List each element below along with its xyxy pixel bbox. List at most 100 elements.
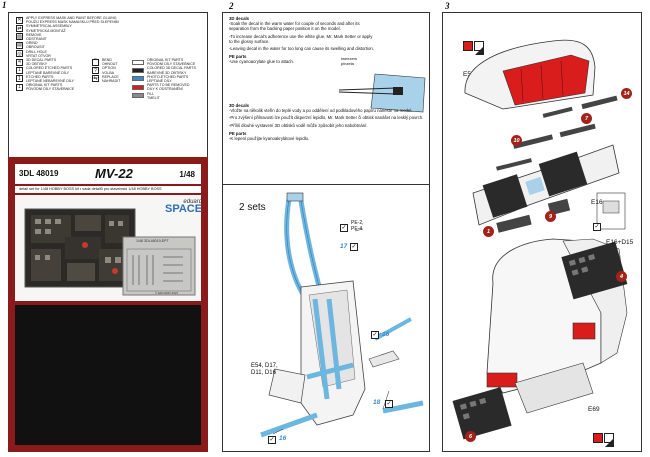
brand-line: SPACE	[165, 203, 203, 215]
legend-text: SYMMETRICAL ASSEMBLY SYMETRICKÁ MONTÁŽ	[26, 24, 72, 33]
color-swatch	[132, 84, 144, 90]
fret-scale: 1/48	[136, 239, 143, 243]
legend-text: GRIND OBROUSIT	[26, 41, 45, 50]
decal-application-diagram	[338, 73, 426, 113]
instruction-paragraph: -Příliš dlouhé vystavení 3D obtisků vodě…	[229, 122, 368, 128]
step-6-marker: 6	[465, 431, 476, 442]
legend-item: ⌒BEND OHNOUT	[92, 58, 120, 66]
legend-symbol-icon: 1	[16, 67, 23, 75]
product-photo: eduard SPACE 1/48 3DL48019-EPT © EDUARD …	[15, 195, 202, 301]
legend-item: ?OPTION VOLBA	[92, 66, 120, 75]
part-16-check-icon: ✓	[371, 331, 379, 339]
legend-text: APPLY EXPRESS MASK AND PAINT BEFORE GLUI…	[26, 16, 119, 25]
decals-heading: 3D decals	[229, 16, 250, 21]
part-16b-check-icon: ✓	[268, 436, 276, 444]
legend-text: REMOVE ODSTRANIT	[26, 32, 47, 41]
legend-symbol-icon: ⇆	[92, 75, 99, 83]
fret-label: 1/48 3DL48019-EPT	[136, 239, 169, 243]
color-swatch	[132, 68, 144, 74]
instruction-paragraph: -Soak the decal in the warm water for co…	[229, 21, 360, 32]
panel-1: 1 ✕APPLY EXPRESS MASK AND PAINT BEFORE G…	[2, 0, 208, 452]
legend-symbol-icon: ◎	[16, 50, 23, 58]
legend-text: DRILL HOLE VRTAT OTVOR	[26, 49, 51, 58]
fret-copyright: © EDUARD 2021	[155, 291, 179, 295]
legend-item: ▨REMOVE ODSTRANIT	[16, 33, 119, 41]
seat-parts-label: E54, D17, D11, D16	[251, 363, 278, 376]
step-4-marker: 4	[616, 271, 627, 282]
decals-text: -Soak the decal in the warm water for co…	[229, 21, 374, 51]
title-bar: 3DL 48019 MV-22 1/48	[15, 164, 201, 184]
legend-text: OPTION VOLBA	[102, 66, 116, 75]
fill-icon-bottom	[604, 433, 614, 447]
color-key-item: FILL TMELIT	[132, 92, 196, 100]
pe-text: -Use cyanoacrylate glue to attach.	[229, 59, 294, 65]
color-key: ORIGINAL KIT PARTS PŮVODNÍ DÍLY STAVEBNI…	[132, 58, 196, 100]
legend-symbol-icon: ▨	[16, 33, 23, 41]
panel-number: 3	[445, 1, 450, 11]
legend-text: COLORED 3D DECAL PARTS BAREVNÉ 3D OBTISK…	[147, 66, 196, 75]
legend-text: BEND OHNOUT	[102, 58, 118, 67]
instrument-panel-assembly-illustration	[452, 39, 628, 440]
part-number-17: 17	[340, 243, 348, 250]
panel-2: 2 3D decals -Soak the decal in the warm …	[222, 1, 430, 452]
part-number-16b: 16	[279, 435, 287, 442]
step-1-marker: 1	[483, 226, 494, 237]
remove-part-icon-bottom	[593, 433, 603, 443]
sets-label: 2 sets	[239, 202, 266, 213]
legend-symbol-icon: 4	[16, 58, 23, 66]
seat-illustration	[260, 192, 424, 438]
color-key-item: PARTS TO BE REMOVED DÍLY K ODSTRANĚNÍ	[132, 83, 196, 91]
step-7-marker: 7	[581, 113, 592, 124]
color-key-item: COLORED 3D DECAL PARTS BAREVNÉ 3D OBTISK…	[132, 66, 196, 75]
pe-check-icon: ✓	[340, 224, 348, 232]
instruction-paragraph: -To increase decal's adherence use the w…	[229, 33, 373, 44]
legend-text: PHOTO-ETCHED PARTS LEPTANÉ DÍLY	[147, 74, 189, 83]
part-18-check-icon: ✓	[385, 400, 393, 408]
fret-illustration	[15, 195, 201, 301]
legend-item: ⇄SYMMETRICAL ASSEMBLY SYMETRICKÁ MONTÁŽ	[16, 24, 119, 33]
instructions-cz: 3D decals -Vložte na několik vteřin do t…	[229, 103, 425, 141]
brand-name: eduard	[183, 199, 203, 205]
instruction-paragraph: -Leaving decal in the water for too long…	[229, 46, 374, 52]
part-label-e16: E16	[591, 199, 603, 206]
legend-symbol-icon: ⌒	[92, 58, 99, 66]
fret-code: 3DL48019-EPT	[144, 239, 169, 243]
legend-symbol-icon: 1	[16, 83, 23, 91]
color-swatch	[132, 93, 144, 99]
legend-symbol-icon: ✕	[16, 16, 23, 24]
instructions-en: 3D decals -Soak the decal in the warm wa…	[229, 16, 374, 65]
legend-symbol-icon: ?	[92, 67, 99, 75]
legend-text: ORIGINAL KIT PARTS PŮVODNÍ DÍLY STAVEBNI…	[147, 58, 196, 67]
legend-item: ◎DRILL HOLE VRTAT OTVOR	[16, 50, 119, 58]
legend-text: ORIGINAL KIT PARTS PŮVODNÍ DÍLY STAVEBNI…	[26, 83, 75, 92]
legend-item: ✕APPLY EXPRESS MASK AND PAINT BEFORE GLU…	[16, 16, 119, 24]
instruction-paragraph: -Pro zvýšení přilnavosti lze použít disp…	[229, 115, 424, 121]
remove-part-icon	[463, 41, 473, 51]
e16-check-icon: ✓	[593, 223, 601, 231]
pe-text-cz: -K lepení použijte kyanoakrylátové lepid…	[229, 136, 310, 142]
legend-item: ▤GRIND OBROUSIT	[16, 41, 119, 49]
part-label-e69: E69	[588, 406, 600, 413]
legend-text: ETCHED PARTS LEPTANÉ NEBAREVNÉ DÍLY	[26, 74, 74, 83]
part-label-e16-d15: E16+D15	[606, 239, 634, 246]
legend-text: COLORED ETCHED PARTS LEPTANÉ BAREVNÉ DÍL…	[26, 66, 73, 75]
legend-text: 3D DECAL PARTS 3D OBTISKY	[26, 58, 57, 67]
panel-number: 1	[2, 0, 7, 10]
legend-text: PARTS TO BE REMOVED DÍLY K ODSTRANĚNÍ	[147, 83, 190, 92]
legend-text: REPLACE NAHRADIT	[102, 74, 121, 83]
part-number-16: 16	[382, 331, 390, 338]
color-swatch	[132, 59, 144, 65]
symbol-legend-secondary: ⌒BEND OHNOUT?OPTION VOLBA⇆REPLACE NAHRAD…	[92, 58, 120, 83]
product-subtitle: detail set for 1/48 HOBBY BOSS kit • sad…	[15, 186, 201, 193]
part-label-e53: E53	[463, 71, 475, 78]
legend-item: ⇆REPLACE NAHRADIT	[92, 75, 120, 83]
brand-logo: eduard SPACE	[165, 199, 202, 215]
part-17-check-icon: ✓	[350, 243, 358, 251]
step-10-marker: 10	[511, 135, 522, 146]
panel-divider	[223, 184, 429, 185]
pe-heading-cz: PE parts	[229, 130, 247, 136]
step-9-marker: 9	[545, 211, 556, 222]
